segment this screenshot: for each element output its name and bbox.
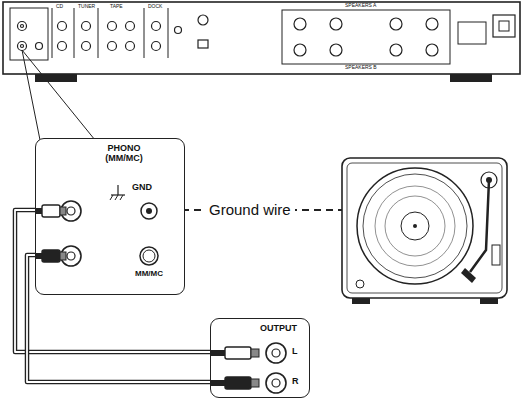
terminal (61, 246, 81, 266)
rca-plug (211, 380, 225, 386)
symbol-stroke (120, 195, 123, 200)
jack-label: PHONO (MM/MC) (92, 144, 156, 164)
turntable (342, 158, 507, 304)
terminal (272, 349, 280, 357)
vent (458, 22, 486, 44)
terminal (266, 373, 286, 393)
symbol-stroke (117, 185, 118, 195)
terminal (272, 379, 280, 387)
terminal (146, 208, 152, 214)
switch-label: MM/MC (122, 270, 176, 279)
rca-plug (225, 347, 251, 359)
zoom-line (22, 50, 40, 140)
panel-label: DOCK (148, 4, 162, 10)
amp-panel (3, 2, 520, 74)
rca-plug (36, 208, 42, 214)
jack-label: OUTPUT (251, 324, 306, 334)
terminal (67, 252, 75, 260)
terminal (143, 250, 155, 262)
terminal (61, 201, 81, 221)
rca-plug (225, 377, 251, 389)
terminal (141, 203, 157, 219)
speaker-terminal-block (282, 10, 450, 64)
rca-plug (251, 349, 259, 357)
output-callout: OUTPUT L R (210, 318, 310, 398)
terminal-label: GND (132, 183, 172, 193)
symbol-stroke (115, 195, 118, 200)
terminal (67, 207, 75, 215)
channel-label: L (292, 347, 304, 357)
power-inlet (493, 15, 515, 37)
panel-label: TUNER (78, 4, 95, 10)
rca-plug (42, 205, 60, 217)
terminal (140, 247, 158, 265)
terminal (266, 343, 286, 363)
power-inlet (499, 21, 509, 31)
rca-plug (42, 250, 60, 262)
panel-label: TAPE (110, 4, 123, 10)
phono-callout: PHONO (MM/MC) GND MM/MC (35, 138, 185, 295)
wire-label: Ground wire (205, 202, 295, 219)
channel-label: R (292, 377, 304, 387)
rca-plug (60, 207, 66, 215)
panel-label: CD (56, 4, 63, 10)
panel-label: SPEAKERS B (345, 65, 377, 71)
rca-plug (251, 379, 259, 387)
zoom-line (22, 50, 95, 140)
speaker-terminals (294, 18, 438, 56)
rca-plug (211, 350, 225, 356)
section-dividers (52, 8, 168, 58)
symbol-stroke (110, 195, 113, 200)
rca-plug (36, 253, 42, 259)
amp-foot (450, 74, 492, 82)
amp-foot (35, 74, 77, 82)
input-jacks (18, 15, 209, 51)
panel-label: SPEAKERS A (345, 3, 376, 9)
digital-input (198, 40, 208, 48)
rca-plug (60, 252, 66, 260)
phono-group (10, 8, 48, 60)
